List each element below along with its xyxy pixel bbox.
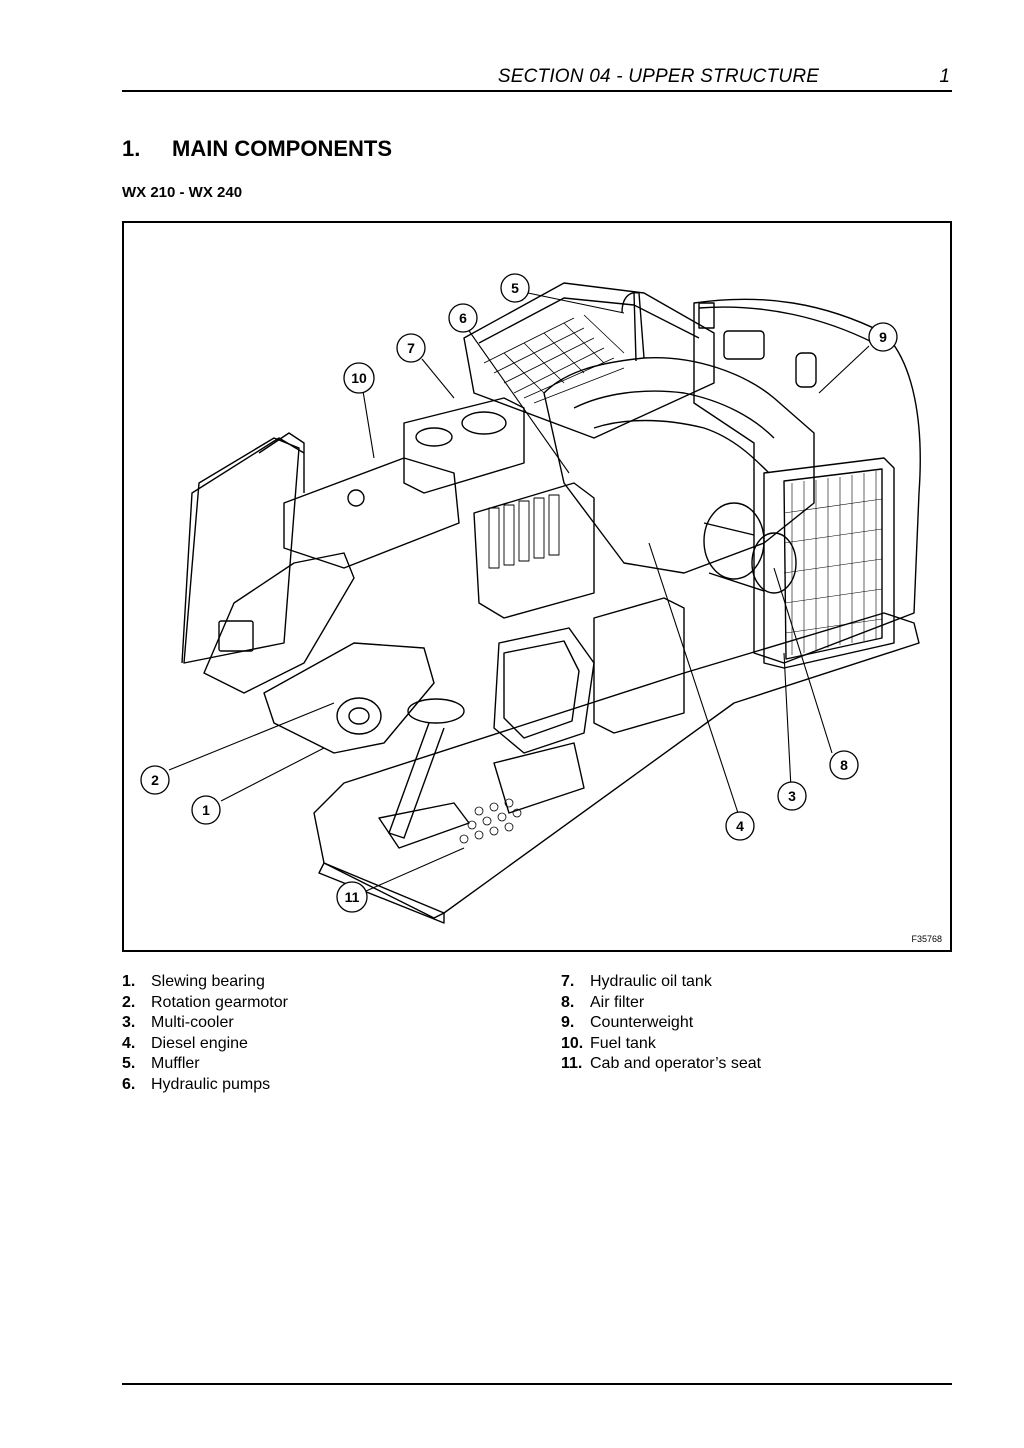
callout-7: 7 bbox=[396, 333, 426, 363]
footer-rule bbox=[122, 1383, 952, 1385]
chapter-heading: 1. MAIN COMPONENTS bbox=[122, 136, 392, 162]
callout-6: 6 bbox=[448, 303, 478, 333]
svg-text:1: 1 bbox=[202, 802, 210, 818]
legend-item: 3.Multi-cooler bbox=[122, 1014, 234, 1032]
legend-item: 7.Hydraulic oil tank bbox=[561, 973, 712, 990]
callout-2: 2 bbox=[140, 765, 170, 795]
callout-8: 8 bbox=[829, 750, 859, 780]
svg-text:10: 10 bbox=[351, 370, 367, 386]
legend-item: 6.Hydraulic pumps bbox=[122, 1075, 271, 1093]
callout-11: 11 bbox=[336, 881, 368, 913]
callout-5: 5 bbox=[500, 273, 530, 303]
svg-text:7: 7 bbox=[407, 340, 415, 356]
callout-10: 10 bbox=[343, 362, 375, 394]
svg-text:5: 5 bbox=[511, 280, 519, 296]
svg-text:4: 4 bbox=[736, 818, 744, 834]
callout-3: 3 bbox=[777, 781, 807, 811]
callout-1: 1 bbox=[191, 795, 221, 825]
section-title: SECTION 04 - UPPER STRUCTURE bbox=[497, 66, 820, 87]
legend-item: 1.Slewing bearing bbox=[122, 973, 265, 990]
legend-item: 2.Rotation gearmotor bbox=[122, 993, 288, 1011]
upper-structure-illustration: 1 2 3 4 5 6 7 8 9 10 11 bbox=[140, 273, 921, 924]
heading-title: MAIN COMPONENTS bbox=[172, 136, 392, 161]
legend-item: 9.Counterweight bbox=[561, 1014, 694, 1032]
legend-item: 4.Diesel engine bbox=[122, 1034, 248, 1052]
figure-id: F35768 bbox=[911, 934, 942, 944]
svg-text:2: 2 bbox=[151, 772, 159, 788]
svg-text:11: 11 bbox=[345, 889, 360, 905]
model-subheading: WX 210 - WX 240 bbox=[122, 184, 243, 201]
legend-item: 10.Fuel tank bbox=[561, 1034, 656, 1052]
figure-callouts: 1 2 3 4 5 6 7 8 9 10 11 bbox=[140, 273, 898, 913]
svg-text:6: 6 bbox=[459, 310, 467, 326]
legend-item: 11.Cab and operator’s seat bbox=[561, 1055, 762, 1073]
legend-left: 1.Slewing bearing 2.Rotation gearmotor 3… bbox=[122, 972, 288, 1096]
callout-9: 9 bbox=[868, 322, 898, 352]
legend-item: 5.Muffler bbox=[122, 1055, 200, 1073]
page-header: SECTION 04 - UPPER STRUCTURE 1 bbox=[122, 64, 952, 92]
svg-text:3: 3 bbox=[788, 788, 796, 804]
page-number: 1 bbox=[939, 66, 950, 87]
legend-item: 8.Air filter bbox=[561, 993, 645, 1011]
callout-4: 4 bbox=[725, 811, 755, 841]
svg-text:8: 8 bbox=[840, 757, 848, 773]
components-figure: 1 2 3 4 5 6 7 8 9 10 11 F35768 bbox=[122, 221, 952, 952]
legend-right: 7.Hydraulic oil tank 8.Air filter 9.Coun… bbox=[561, 972, 761, 1075]
svg-text:9: 9 bbox=[879, 329, 887, 345]
heading-number: 1. bbox=[122, 136, 141, 161]
